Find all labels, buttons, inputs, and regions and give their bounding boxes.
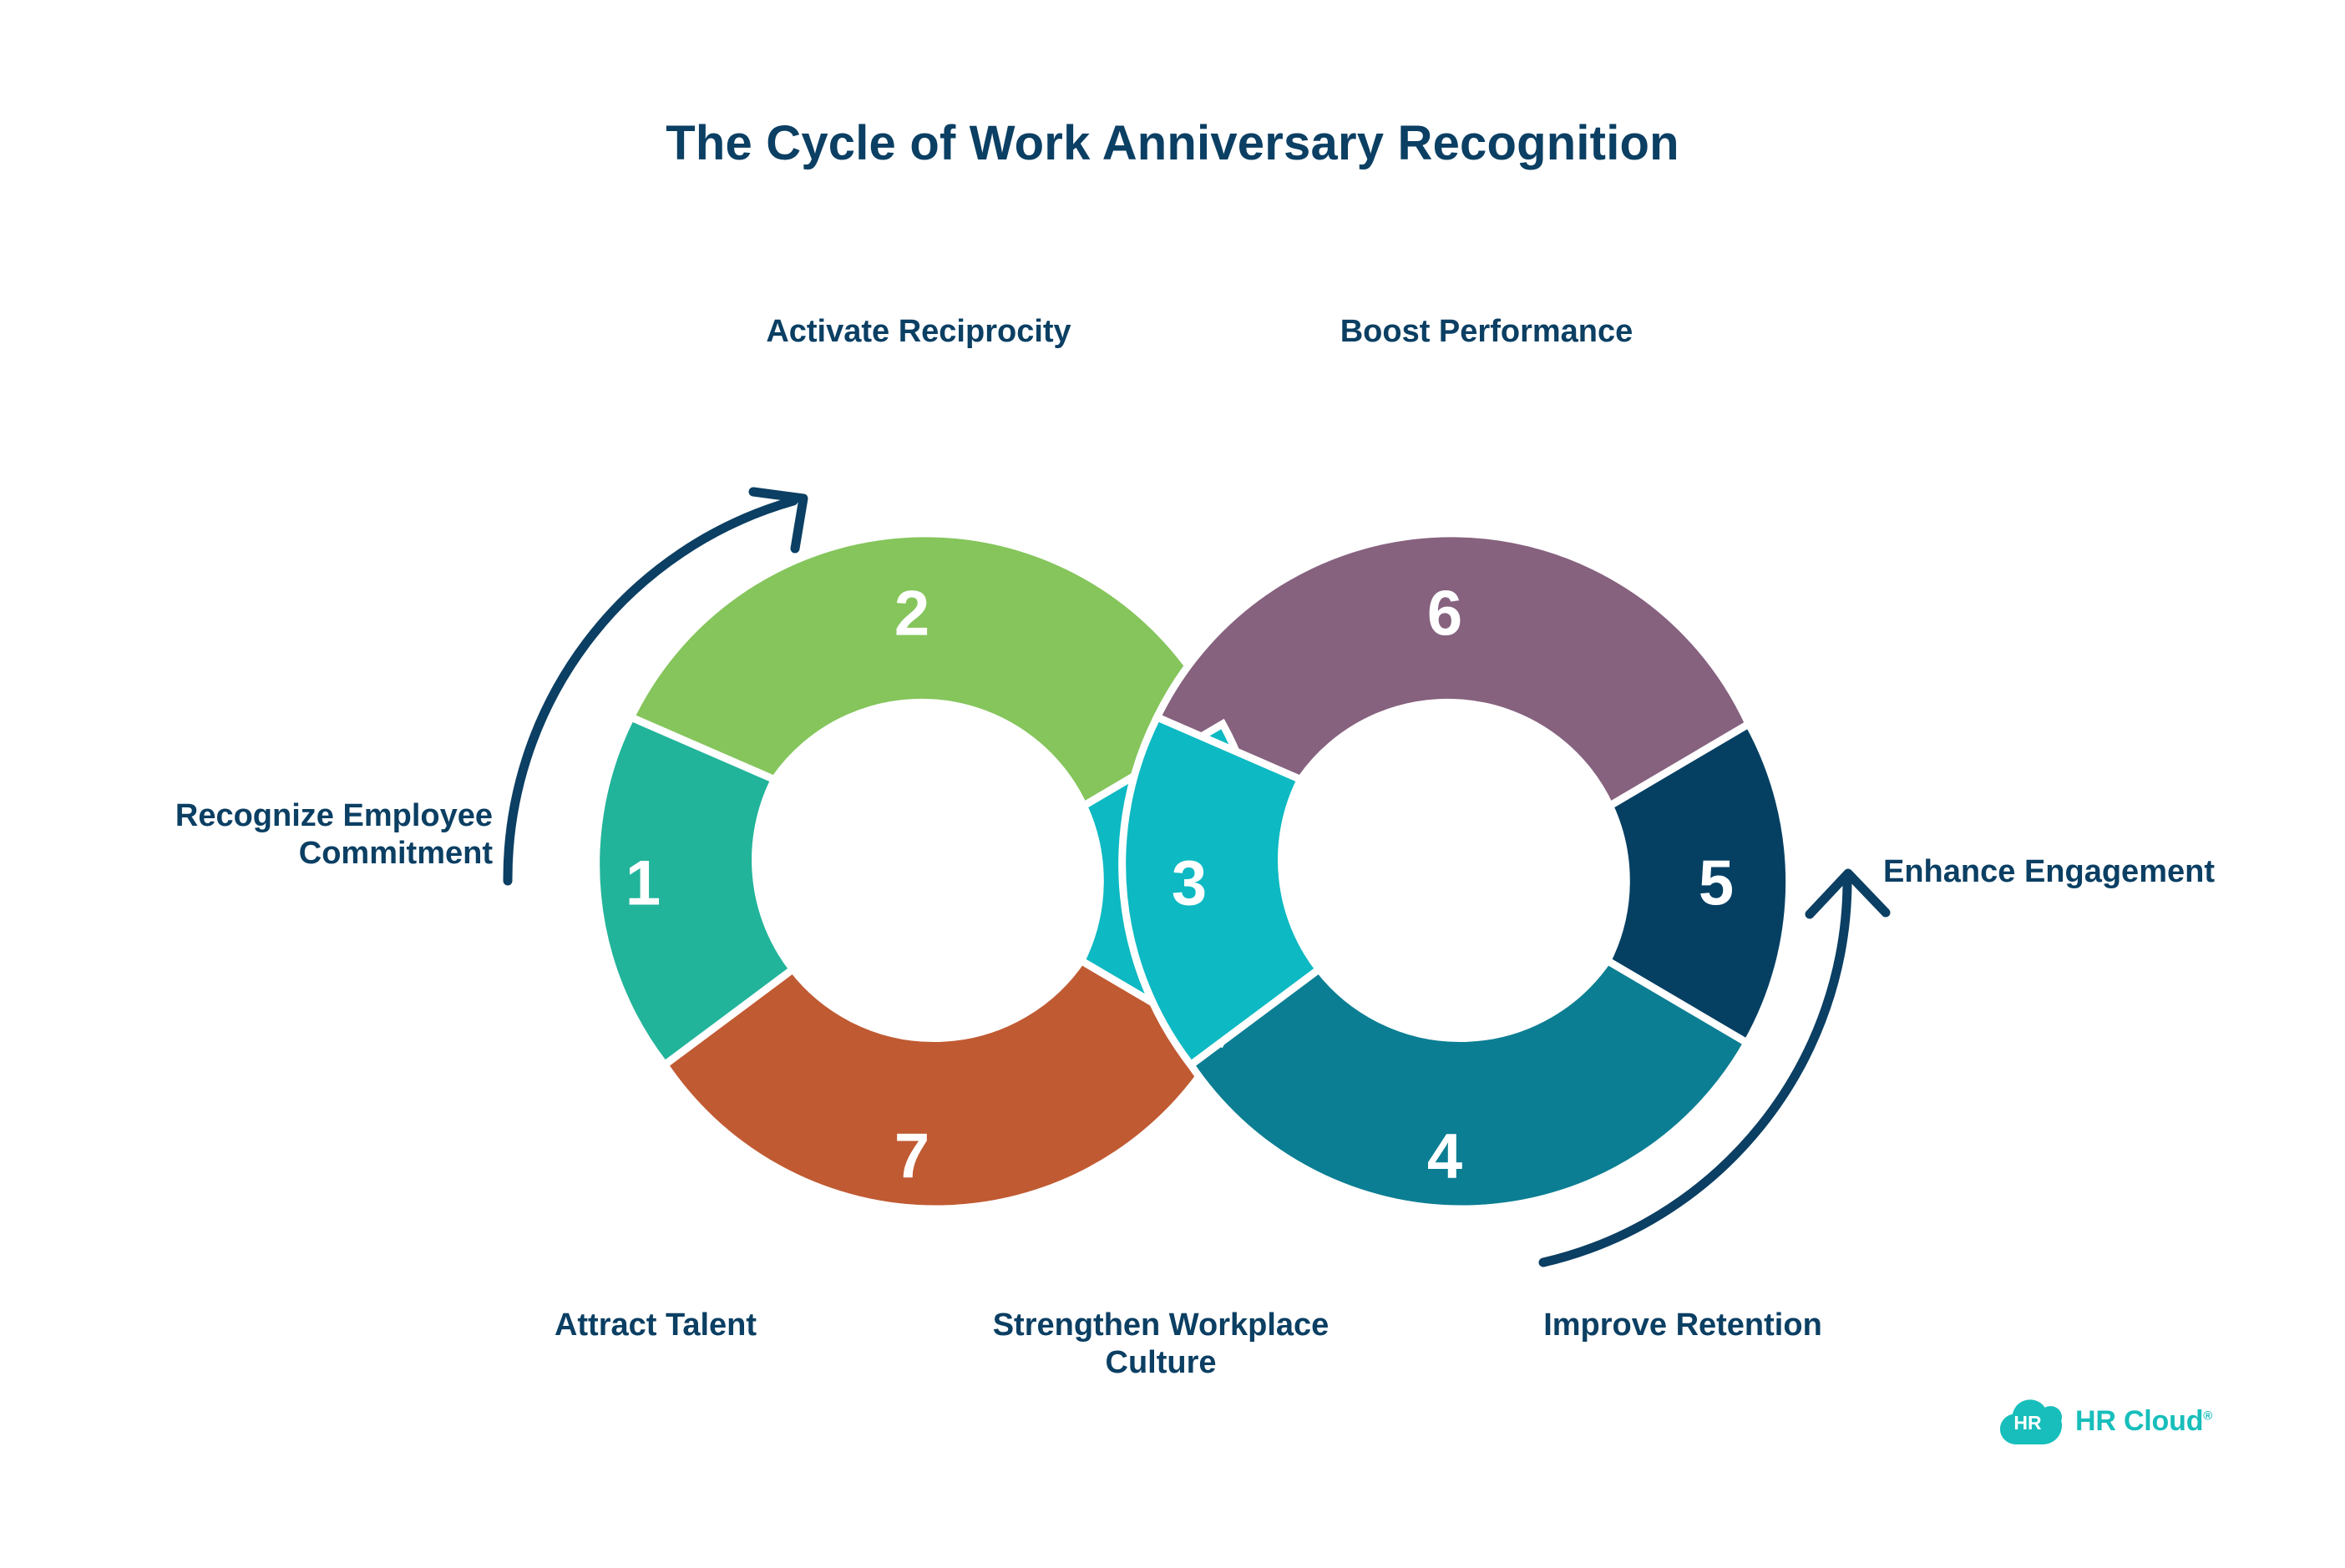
segment-7-wedge[interactable] [659,955,1227,1213]
right-cycle-arrow [1538,868,1891,1267]
segment-4-number: 4 [1427,1121,1462,1192]
registered-mark: ® [2203,1409,2213,1424]
segment-1-wedge[interactable] [592,712,798,1070]
label-attract-talent: Attract Talent [554,1308,757,1343]
segment-6-number: 6 [1427,579,1462,650]
right-ring [1152,529,1794,1213]
label-activate-reciprocity: Activate Reciprocity [766,314,1071,349]
segment-2-wedge[interactable] [626,529,1228,812]
left-cycle-arrow [503,487,808,886]
logo-wordmark-text: HR Cloud [2075,1404,2204,1437]
hr-cloud-logo[interactable]: HR HR Cloud® [2000,1396,2212,1446]
segment-1-number: 1 [626,848,661,919]
segment-3-number: 3 [1172,848,1207,919]
segment-2-number: 2 [894,579,929,650]
segment-6-wedge[interactable] [1152,529,1754,812]
label-boost-performance: Boost Performance [1340,314,1633,349]
logo-wordmark: HR Cloud® [2075,1405,2212,1438]
cloud-icon-text: HR [2013,1412,2042,1434]
label-recognize-employee-commitment: Recognize Employee Commitment [175,798,493,871]
label-improve-retention: Improve Retention [1543,1308,1822,1343]
segment-4-wedge[interactable] [1185,955,1753,1213]
segment-7-number: 7 [894,1121,929,1192]
segment-5-wedge[interactable] [1602,718,1794,1049]
cloud-icon: HR [2000,1396,2062,1446]
segment-3-wedge-overlap[interactable] [1118,712,1324,1070]
label-enhance-engagement: Enhance Engagement [1883,854,2215,889]
page-title: The Cycle of Work Anniversary Recognitio… [666,116,1679,170]
label-strengthen-workplace-culture: Strengthen Workplace Culture [992,1308,1330,1380]
left-ring [592,529,1228,1213]
segment-5-number: 5 [1699,848,1734,919]
